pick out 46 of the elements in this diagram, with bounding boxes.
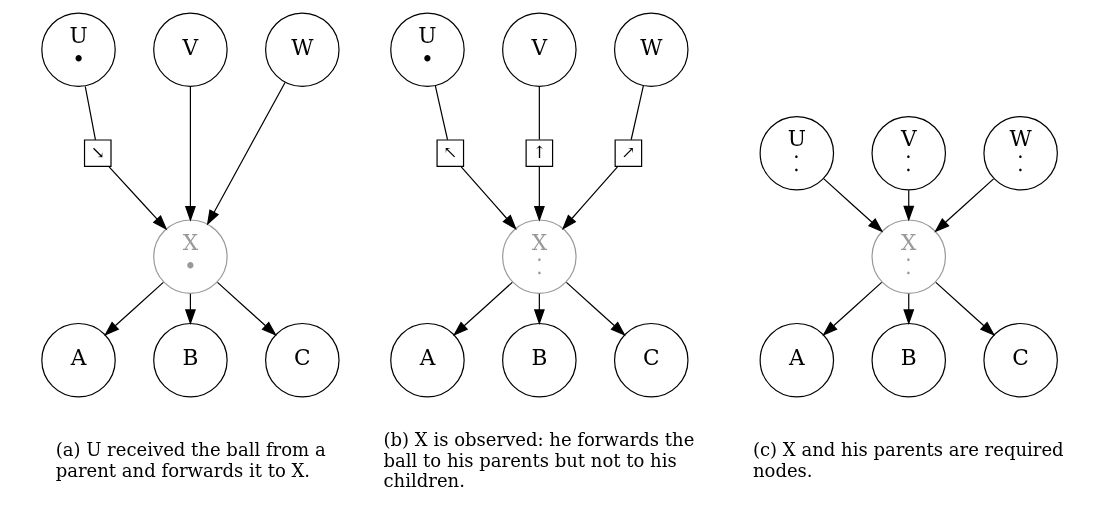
arrow — [108, 166, 167, 231]
connector — [84, 85, 96, 141]
arrow — [821, 281, 882, 336]
node-circle: B — [501, 322, 577, 398]
arrow — [822, 178, 883, 233]
node-circle: X ⁚ — [870, 219, 946, 294]
label: (a) U received the ball from a parent and forwards it to X. — [55, 439, 326, 481]
node-circle: X • — [152, 219, 228, 294]
node-circle: U ⁚ — [759, 115, 834, 191]
node-circle: V — [152, 12, 228, 88]
label: (c) X and his parents are required nodes. — [752, 439, 1064, 481]
label: (b) X is observed: he forwards the ball to his parents but not to his children. — [383, 429, 694, 492]
node-box: ↑ — [525, 139, 553, 168]
arrow — [533, 166, 545, 222]
arrow — [103, 281, 164, 336]
node-circle: X ⁚ — [501, 219, 577, 294]
arrow — [452, 281, 513, 336]
node-box: ↘ — [83, 139, 112, 168]
node-circle: W ⁚ — [982, 115, 1058, 191]
node-box: ↖ — [435, 139, 464, 168]
node-circle: W — [613, 12, 689, 88]
node-circle: A — [389, 322, 465, 398]
node-circle: B — [152, 322, 228, 398]
arrow — [561, 166, 618, 230]
arrow — [206, 81, 286, 226]
node-circle: B — [870, 322, 946, 398]
arrow — [184, 86, 196, 222]
node-circle: A — [759, 322, 834, 398]
arrow — [934, 281, 995, 336]
node-circle: W — [264, 12, 340, 88]
arrow — [933, 178, 994, 233]
node-circle: V — [501, 12, 577, 88]
node-circle: C — [264, 322, 340, 398]
node-circle: C — [613, 322, 689, 398]
connector — [538, 86, 540, 141]
connector — [630, 85, 644, 141]
node-circle: U • — [40, 12, 116, 88]
arrow — [460, 166, 517, 230]
node-circle: C — [982, 322, 1058, 398]
node-circle: U • — [389, 12, 465, 88]
node-box: ↗ — [614, 139, 642, 168]
arrow — [216, 281, 277, 336]
arrow — [565, 281, 626, 336]
node-circle: V ⁚ — [870, 115, 946, 191]
connector — [434, 85, 448, 141]
node-circle: A — [40, 322, 116, 398]
